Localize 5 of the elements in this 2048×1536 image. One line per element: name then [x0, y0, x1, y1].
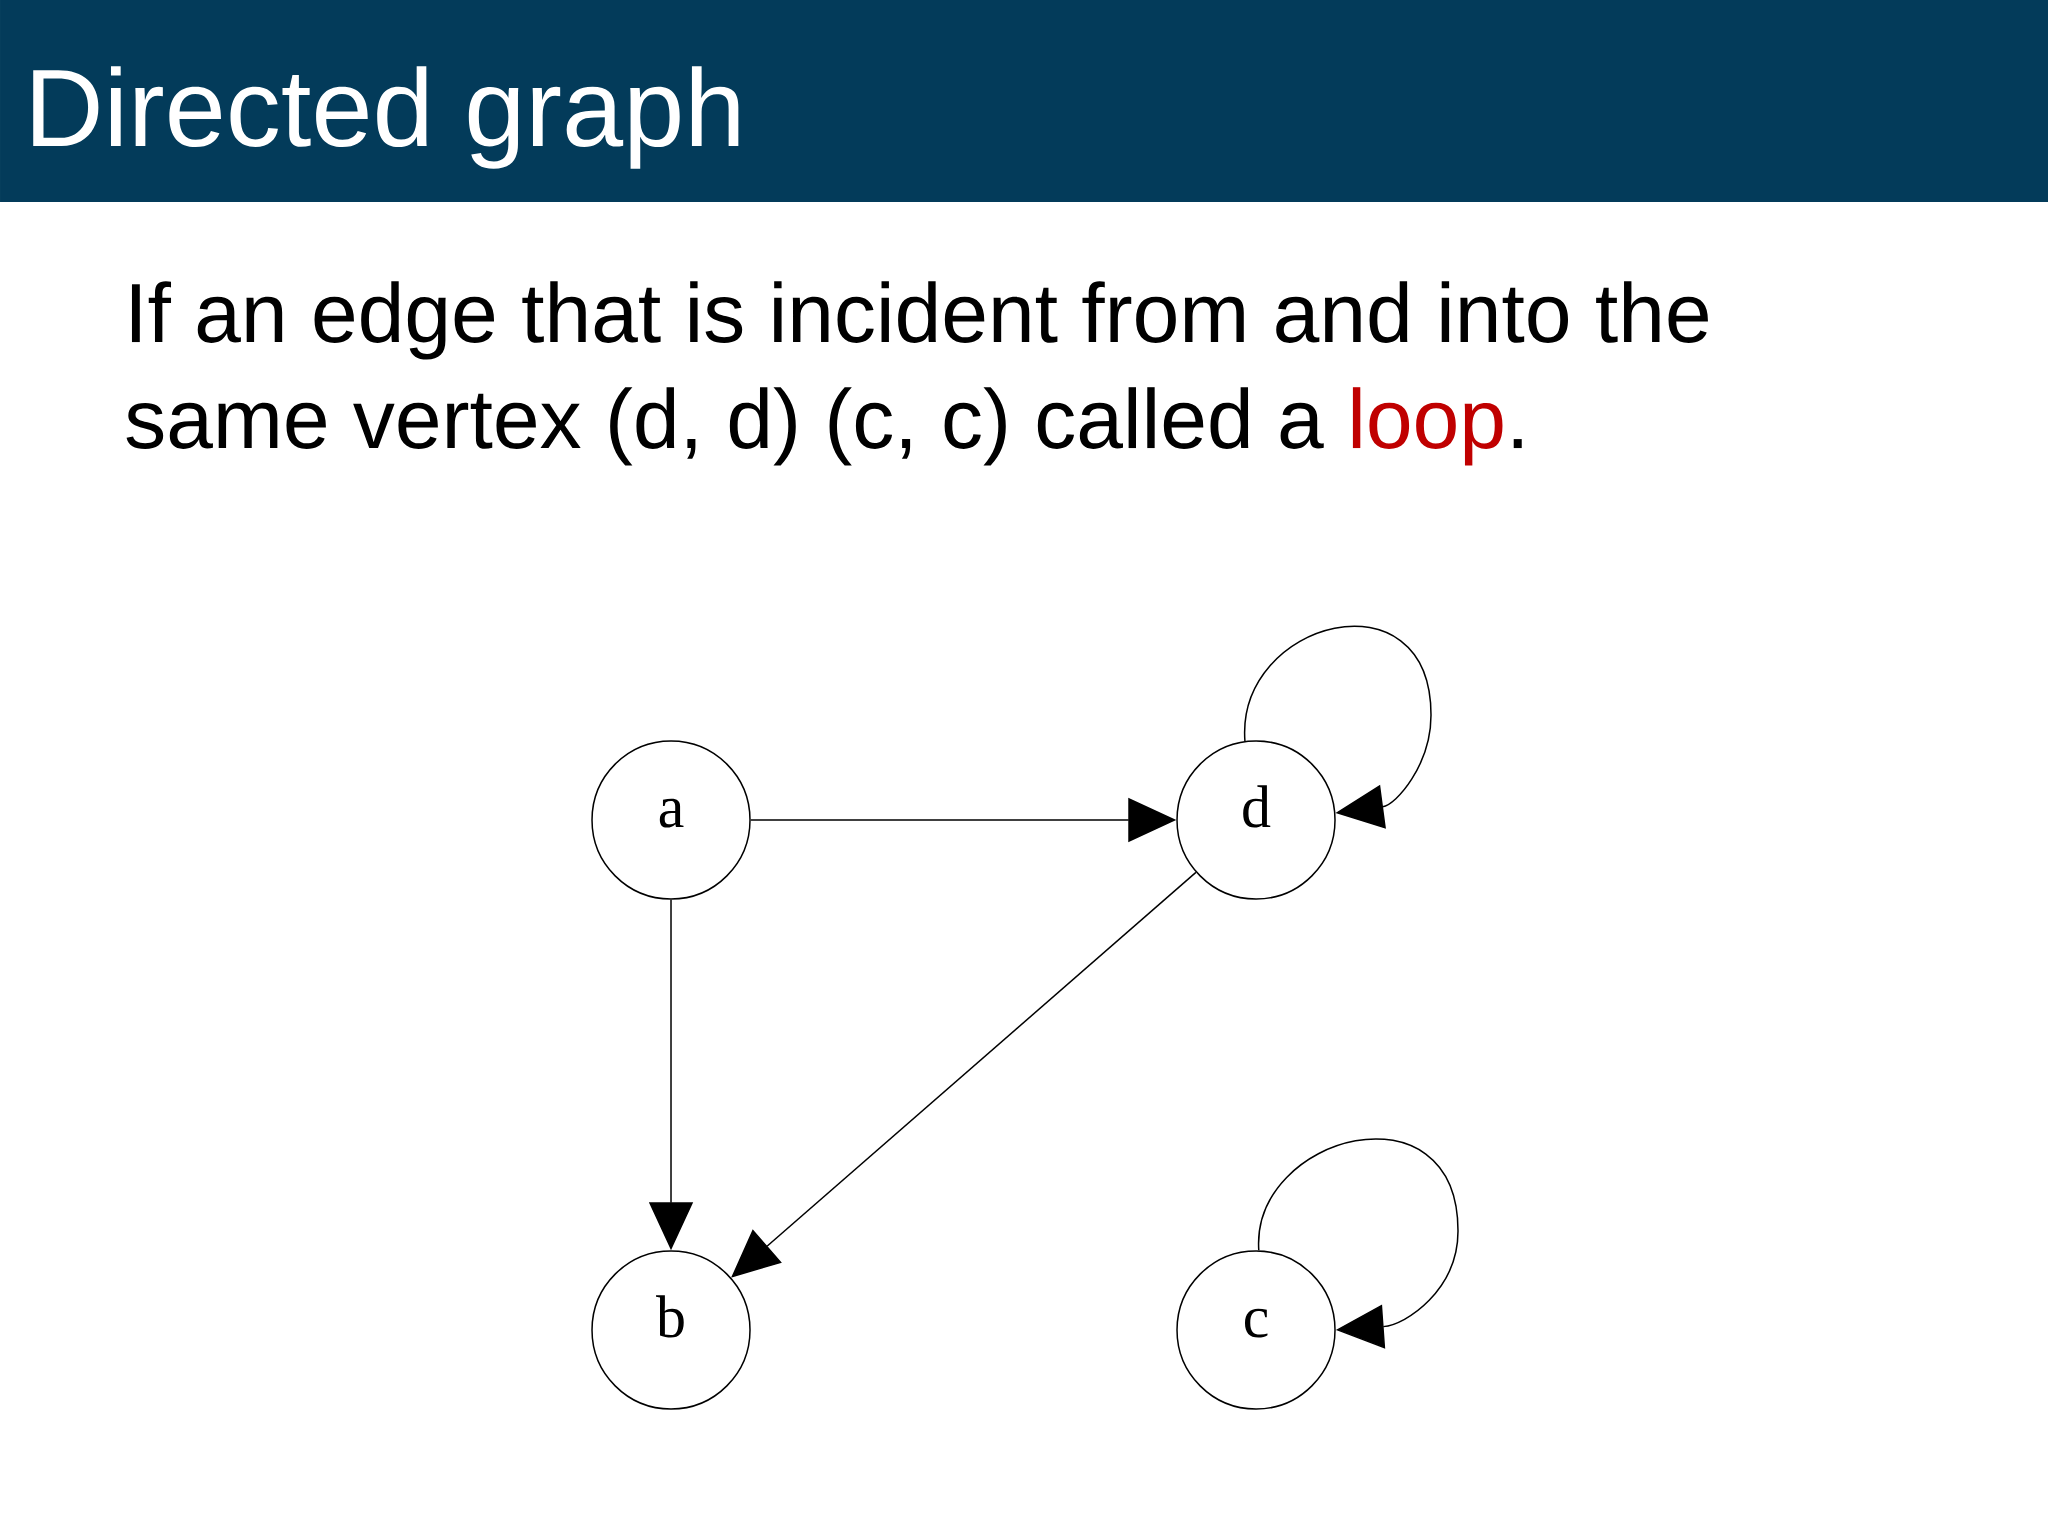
- loop-arrow: [1244, 625, 1432, 829]
- body-text: If an edge that is incident from and into the same vertex (d, d) (c, c) called a loop.: [126, 281, 1708, 466]
- loop-arrow: [1258, 1138, 1459, 1349]
- title-banner: Directed graph: [0, 0, 2048, 202]
- arrow: [731, 871, 1197, 1278]
